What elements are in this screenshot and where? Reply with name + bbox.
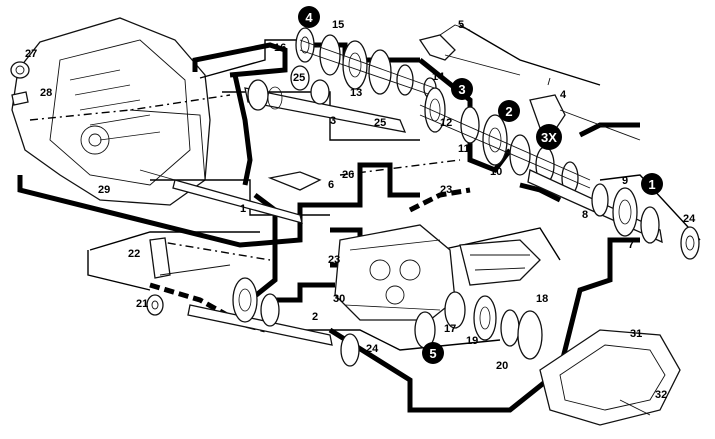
lower-gear-set [414,291,543,360]
badge-5: 5 [422,342,444,364]
label-21: 21 [136,298,148,310]
label-28: 28 [40,87,52,99]
shift-fork-5 [418,24,521,76]
washer-21 [146,294,164,316]
label-6: 6 [328,179,334,191]
label-24a: 24 [683,213,696,225]
badge-4: 4 [298,6,320,28]
svg-text:5: 5 [429,346,436,361]
svg-text:3: 3 [458,82,465,97]
label-16: 16 [274,42,286,54]
label-10: 10 [490,166,502,178]
label-18: 18 [536,293,548,305]
output-gear-cluster [527,169,700,260]
svg-text:2: 2 [505,104,512,119]
svg-text:4: 4 [305,10,313,25]
step-badges: 1 2 3 3X 4 5 [298,6,663,364]
label-26: 26 [342,169,354,181]
badge-2: 2 [498,100,520,122]
main-shaft-3 [244,65,407,133]
label-3: 3 [330,115,336,127]
label-23b: 23 [328,254,340,266]
gearbox-housing [11,17,211,206]
label-32: 32 [655,389,667,401]
gear-stack-right [419,87,591,195]
label-27: 27 [25,48,37,60]
selector-mechanism-18 [459,239,541,286]
label-17: 17 [444,323,456,335]
selector-6 [267,171,322,191]
label-2: 2 [312,311,318,323]
label-25a: 25 [293,72,305,84]
label-25b: 25 [374,117,386,129]
label-4: 4 [560,89,567,101]
label-12: 12 [440,117,452,129]
label-19: 19 [466,335,478,347]
svg-text:1: 1 [648,177,655,192]
label-7: 7 [628,239,634,251]
rear-cover [539,329,681,426]
label-11: 11 [458,143,470,155]
center-housing [334,224,456,321]
label-9: 9 [622,175,628,187]
label-23a: 23 [440,184,452,196]
lower-shaft-2 [187,277,360,367]
svg-text:3X: 3X [541,130,557,145]
label-15: 15 [332,19,344,31]
label-8: 8 [582,209,588,221]
bolt-28 [11,91,29,106]
shift-fork-4 [529,77,641,141]
label-1: 1 [240,203,246,215]
badge-1: 1 [641,173,663,195]
seal-27 [10,61,30,79]
label-29: 29 [98,184,110,196]
lever-22 [149,237,231,279]
input-shaft-1 [139,169,303,224]
label-5: 5 [458,19,464,31]
label-20: 20 [496,360,508,372]
label-13: 13 [350,87,362,99]
label-31: 31 [630,328,642,340]
top-gear-cluster [295,27,441,99]
badge-3x: 3X [536,124,562,150]
badge-3: 3 [451,78,473,100]
label-22: 22 [128,248,140,260]
label-24b: 24 [366,343,379,355]
label-14: 14 [432,71,445,83]
label-30: 30 [333,293,345,305]
part-labels: 1 2 3 4 5 6 7 8 9 10 11 12 13 14 15 16 1… [25,19,696,401]
